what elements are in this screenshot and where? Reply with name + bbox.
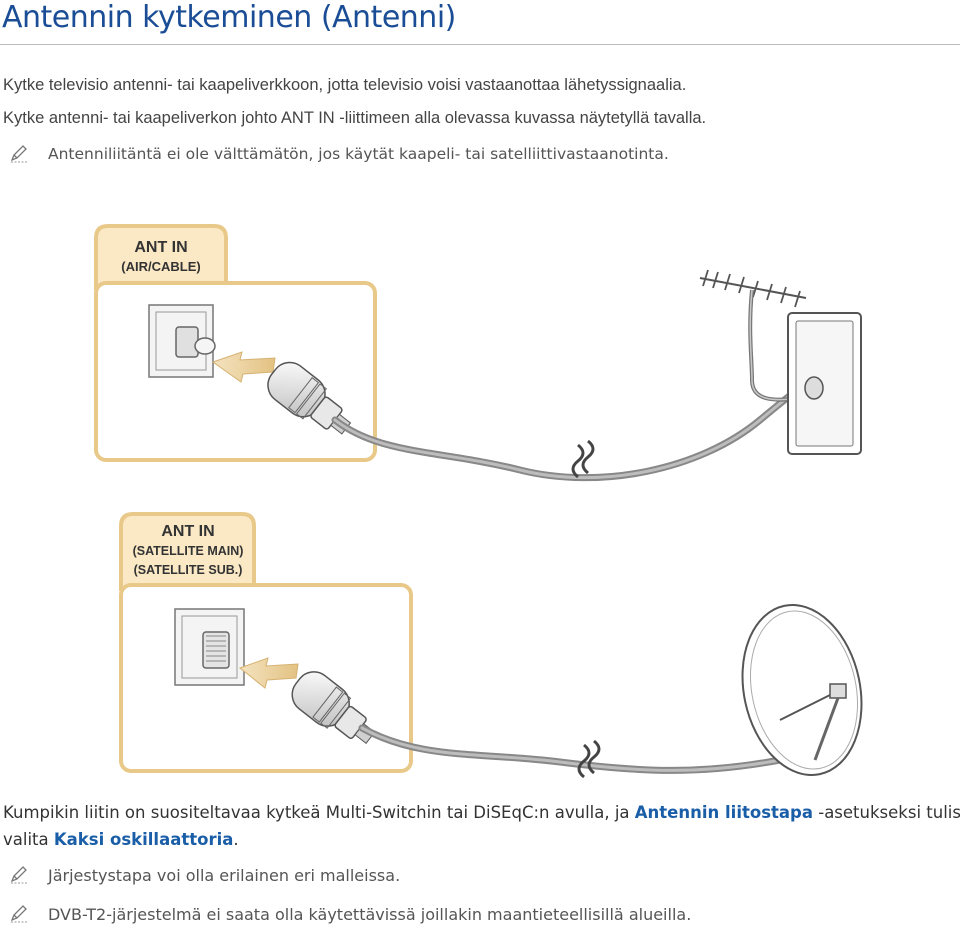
satellite-break-mark [577, 739, 601, 779]
connection-diagram: ANT IN (AIR/CABLE) [94, 224, 863, 779]
air-cable-socket [175, 326, 199, 358]
intro-line-1: Kytke televisio antenni- tai kaapeliverk… [3, 76, 687, 94]
antenna-connection-type-setting: Antennin liitostapa [634, 803, 813, 822]
satellite-label-line-1: ANT IN [161, 523, 214, 540]
recommend-text-3: valita [3, 830, 54, 849]
air-cable-label-line-2: (AIR/CABLE) [121, 259, 200, 274]
pencil-icon [10, 866, 27, 884]
wall-antenna-outlet [787, 312, 862, 455]
satellite-panel: ANT IN (SATELLITE MAIN) (SATELLITE SUB.) [119, 512, 413, 773]
satellite-socket [202, 631, 230, 669]
recommend-text-2: -asetukseksi tulisi [813, 803, 960, 822]
intro-line-2: Kytke antenni- tai kaapeliverkon johto A… [3, 109, 707, 127]
note-antenna-optional: Antenniliitäntä ei ole välttämätön, jos … [48, 145, 669, 163]
air-cable-break-mark [571, 439, 595, 479]
recommend-line-2: valita Kaksi oskillaattoria. [3, 830, 239, 849]
satellite-label-line-2: (SATELLITE MAIN) [133, 544, 244, 558]
terrestrial-antenna [699, 269, 807, 402]
air-cable-panel: ANT IN (AIR/CABLE) [94, 224, 377, 462]
air-cable-insert-arrow [211, 351, 276, 383]
satellite-label-line-3: (SATELLITE SUB.) [134, 563, 243, 577]
satellite-plug [291, 671, 376, 745]
air-cable-label-tab [94, 224, 228, 290]
pencil-icon [10, 905, 27, 923]
note-dvb-t2: DVB-T2-järjestelmä ei saata olla käytett… [48, 905, 692, 924]
satellite-label-tab [119, 512, 256, 591]
recommend-text-1: Kumpikin liitin on suositeltavaa kytkeä … [3, 803, 635, 822]
dual-oscillator-option: Kaksi oskillaattoria [53, 830, 234, 849]
recommend-text-4: . [233, 830, 239, 849]
note-order-varies: Järjestystapa voi olla erilainen eri mal… [48, 866, 401, 885]
pencil-icon [10, 145, 27, 163]
air-cable-label-line-1: ANT IN [134, 239, 187, 256]
title-divider [0, 44, 960, 45]
recommend-line-1: Kumpikin liitin on suositeltavaa kytkeä … [3, 803, 960, 822]
page-title: Antennin kytkeminen (Antenni) [2, 0, 456, 35]
satellite-insert-arrow [238, 657, 299, 689]
satellite-dish [741, 604, 863, 776]
